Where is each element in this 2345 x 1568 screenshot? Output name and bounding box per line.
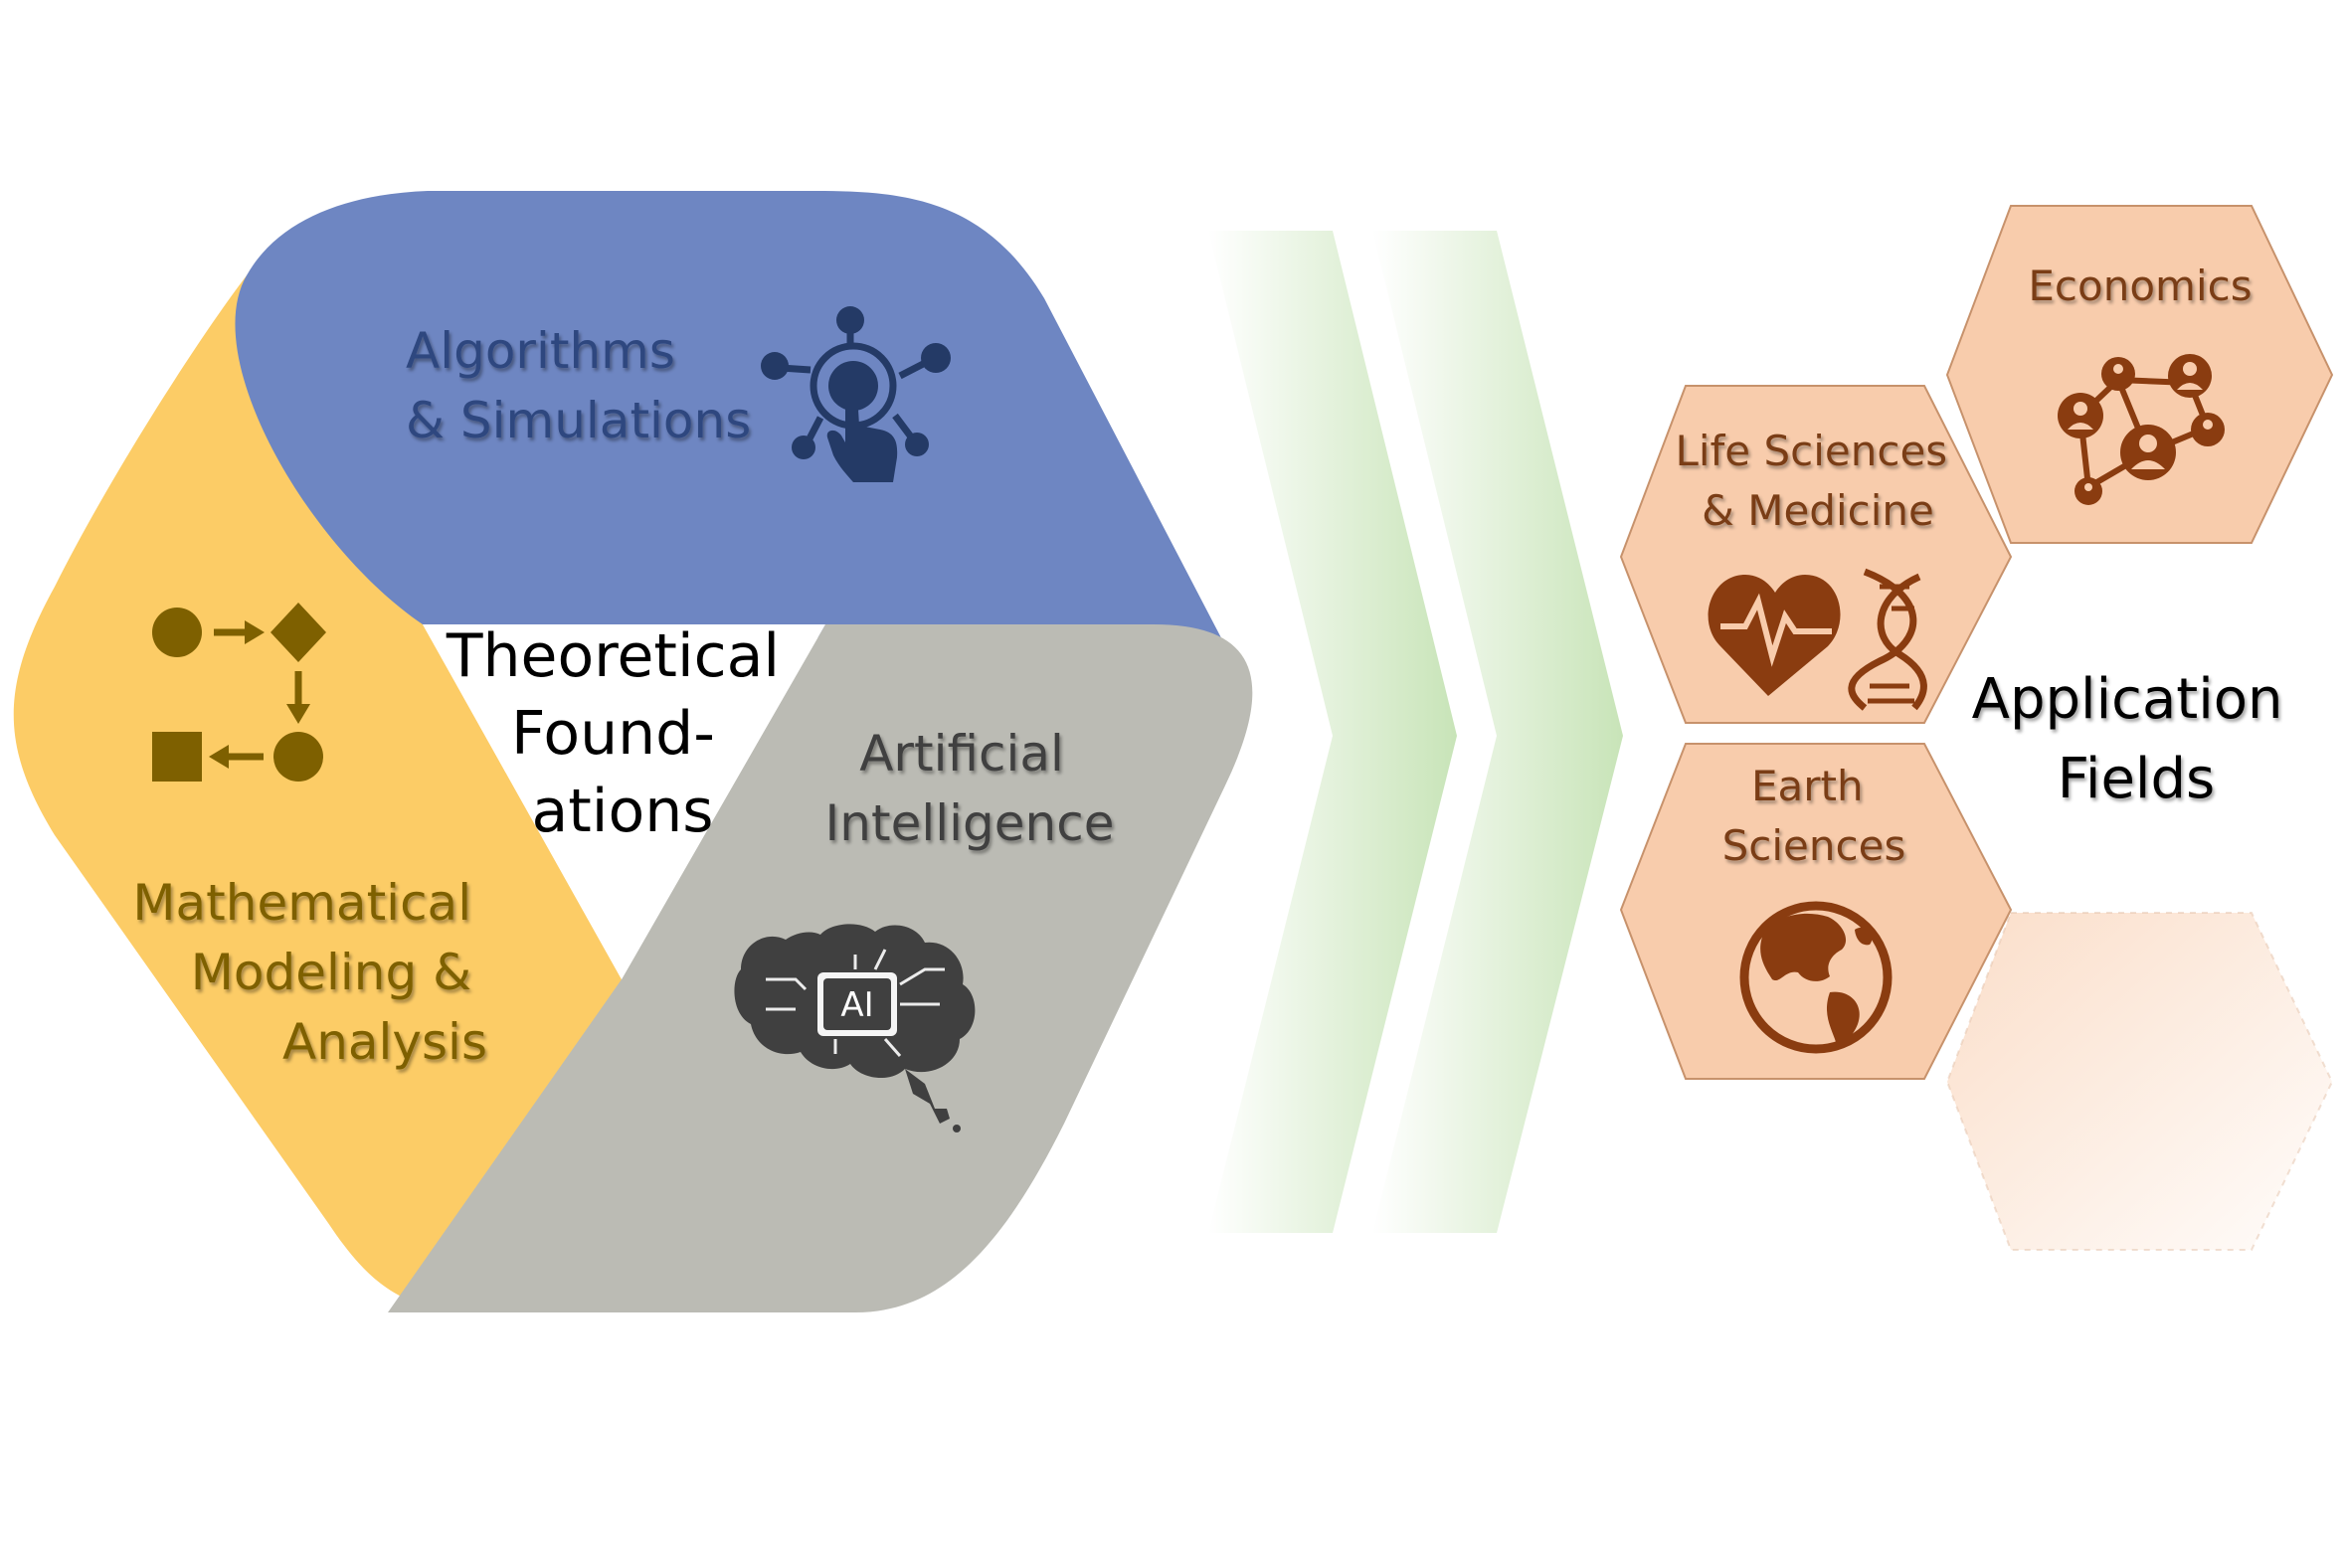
continent-north-america [1760,913,1847,981]
foundations-group: Theoretical Found- ations Algorithms & S… [13,191,1253,1312]
flow-circle-bottom [273,732,323,782]
pointing-hand [826,393,898,482]
heart-dna-icon [1708,568,1927,711]
flow-circle-top [152,608,202,657]
ai-label: Artificial Intelligence [825,725,1115,852]
ai-chip-label: AI [840,985,873,1025]
center-title: Theoretical Found- ations [446,621,799,846]
continent-fragment [1855,927,1873,946]
flow-arrows [214,628,302,761]
people-heads [2068,362,2213,491]
heart-icon [1708,575,1841,696]
center-line-2: Found- [511,699,715,769]
hex-earth-sciences: Earth Sciences [1619,743,2013,1080]
ai-line-2: Intelligence [825,794,1115,852]
chevron-arrows [1208,231,1623,1233]
network-nodes [761,306,951,482]
math-segment [13,275,622,1310]
math-label: Mathematical Modeling & Analysis [132,874,487,1071]
dna-icon [1848,568,1927,711]
chevron-arrow-icon [1208,231,1457,1233]
center-line-3: ations [532,777,714,846]
brain-circuits [766,949,945,1057]
applications-group: Economics [1619,205,2334,1251]
globe-icon [1739,901,1893,1054]
hex-life-sciences: Life Sciences & Medicine [1619,385,2013,724]
algorithms-line-2: & Simulations [406,392,751,449]
continent-south-america [1826,991,1860,1044]
life-sciences-label: Life Sciences & Medicine [1675,427,1960,535]
math-line-1: Mathematical [132,874,471,932]
ai-line-1: Artificial [859,725,1064,783]
application-title-line-1: Application [1972,667,2283,732]
brain-stem [905,1069,950,1124]
algorithms-line-1: Algorithms [406,322,675,380]
algorithms-label: Algorithms & Simulations [406,322,751,449]
center-line-1: Theoretical [446,621,780,691]
flow-diamond [271,603,326,662]
math-line-2: Modeling & [191,944,471,1001]
hex-economics: Economics [1945,205,2334,544]
algorithms-segment [235,191,1229,651]
hex-faded-placeholder [1945,912,2334,1251]
flowchart-shapes-icon [152,603,326,782]
heartbeat-line [1720,593,1832,667]
earth-sciences-label: Earth Sciences [1722,762,1906,870]
ai-brain-circuit-icon: AI [734,924,976,1132]
center-triangle [423,624,825,979]
chevron-arrow-icon-2 [1372,231,1623,1233]
application-title-line-2: Fields [2058,747,2215,811]
economics-label: Economics [2028,261,2252,310]
math-line-3: Analysis [282,1013,487,1071]
flow-square [152,732,202,782]
application-fields-title: Application Fields [1972,667,2301,811]
